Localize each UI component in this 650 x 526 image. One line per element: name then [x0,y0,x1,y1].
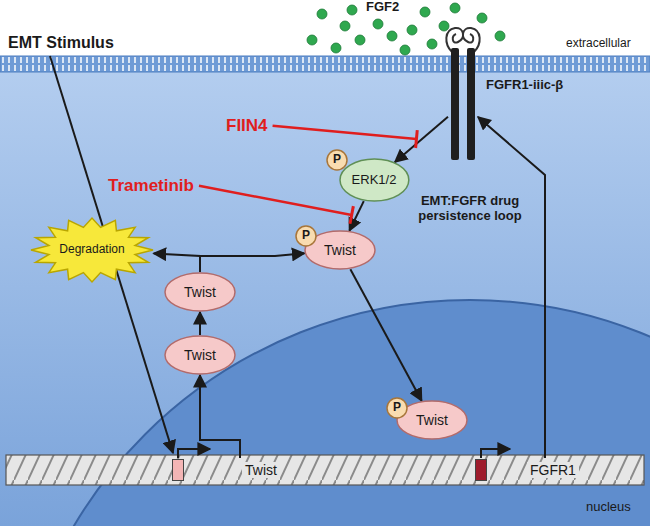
phospho-circle: P [386,397,408,419]
degradation-burst: Degradation [30,217,154,283]
inhibition-line [273,126,418,148]
promoter-box [172,459,184,481]
node-text: Degradation [59,243,124,257]
node-text: Twist [416,412,448,428]
gene-name: Twist [242,462,280,478]
node-text: ERK1/2 [352,173,397,188]
pathway-arrow [154,253,200,272]
inhibitor-label: FIIN4 [226,116,268,136]
region-label: nucleus [586,500,631,515]
cell-membrane [0,56,650,72]
nucleus-outline [10,300,650,526]
phospho-circle: P [326,149,348,171]
receptor: FGFR1-iiic-β [448,48,478,160]
loop-label: EMT:FGFR drug persistence loop [406,194,534,224]
node-text: P [333,153,341,167]
pathway-arrow [350,269,421,401]
gene-locus: Twist [172,458,280,482]
pathway-arrow [200,375,240,458]
inhibition-line [199,186,353,224]
node-text: FGFR1-iiic-β [486,78,563,93]
node-text: P [302,229,310,243]
gene-name: FGFR1 [527,462,579,478]
stimulus-label: EMT Stimulus [8,34,114,52]
pathway-arrow [478,117,545,458]
region-label: extracellular [566,37,631,51]
pathway-arrow [395,117,448,162]
dna-strand [6,455,644,485]
fgf2-ligands [307,3,505,55]
fgf2-receptor-dimer [446,28,479,52]
pathway-arrow [349,201,363,231]
pathway-arrow [199,312,201,335]
transcription-start-arrow [481,449,510,458]
protein-ellipse: Twist [164,272,236,312]
inhibitor-label: Trametinib [108,176,194,196]
node-text: Twist [324,242,356,258]
node-text: Twist [184,347,216,363]
pathway-arrow [200,253,304,272]
transcription-start-arrow [178,449,210,458]
cytoplasm [0,72,650,526]
gene-locus: FGFR1 [475,458,579,482]
ligand-label: FGF2 [366,0,399,15]
phospho-circle: P [295,225,317,247]
kinase-ellipse: ERK1/2 [339,158,410,202]
stimulus-arrow [50,56,173,453]
promoter-box [475,459,487,481]
node-text: Twist [184,284,216,300]
receptor-outline [448,48,478,160]
node-text: P [393,401,401,415]
protein-ellipse: Twist [164,335,236,375]
